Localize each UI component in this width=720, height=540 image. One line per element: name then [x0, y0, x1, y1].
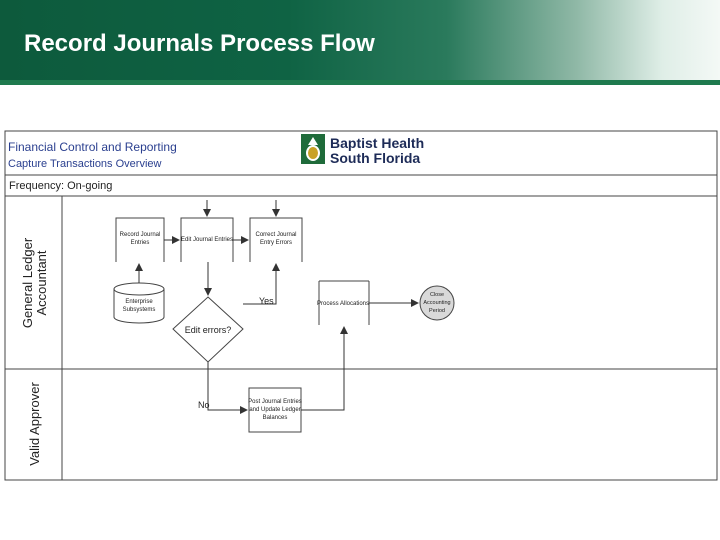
decision-label: Edit errors? — [185, 325, 232, 335]
connector-yes-to-correct — [243, 263, 280, 305]
logo-line2: South Florida — [330, 150, 420, 166]
correct-journal-box — [249, 217, 303, 262]
enterprise-label-2: Subsystems — [123, 307, 156, 313]
close-label-3: Period — [429, 308, 445, 314]
lane-label-gl-line1: General Ledger — [20, 237, 35, 328]
enterprise-label-1: Enterprise — [125, 299, 153, 305]
post-label-2: and Update Ledger — [249, 407, 300, 413]
record-journal-label-2: Entries — [131, 240, 150, 246]
logo-line1: Baptist Health — [330, 135, 424, 151]
connector-no-to-post — [207, 362, 248, 414]
connector-post-to-allocations — [301, 326, 348, 411]
slide-title: Record Journals Process Flow — [24, 30, 375, 57]
close-period-terminator — [419, 285, 455, 321]
org-subtitle: Capture Transactions Overview — [8, 158, 162, 170]
close-label-1: Close — [430, 292, 444, 298]
post-label-3: Balances — [263, 415, 288, 421]
lane-label-approver: Valid Approver — [27, 382, 42, 466]
slide-header-bar — [0, 0, 720, 80]
close-label-2: Accounting — [423, 300, 450, 306]
yes-label: Yes — [259, 296, 274, 306]
pineapple-logo-icon — [301, 134, 325, 164]
diagram-frame — [4, 130, 718, 481]
lane-label-gl-line2: Accountant — [34, 250, 49, 315]
frequency-label: Frequency: On-going — [9, 180, 112, 192]
correct-journal-label-2: Entry Errors — [260, 240, 292, 246]
record-journal-label-1: Record Journal — [120, 232, 161, 238]
process-allocations-label: Process Allocations — [317, 301, 369, 307]
edit-journal-label: Edit Journal Entries — [181, 237, 233, 243]
correct-journal-label-1: Correct Journal — [255, 232, 296, 238]
no-label: No — [198, 400, 210, 410]
post-label-1: Post Journal Entries — [248, 399, 302, 405]
header-accent-stripe — [0, 80, 720, 85]
org-title: Financial Control and Reporting — [8, 140, 177, 154]
